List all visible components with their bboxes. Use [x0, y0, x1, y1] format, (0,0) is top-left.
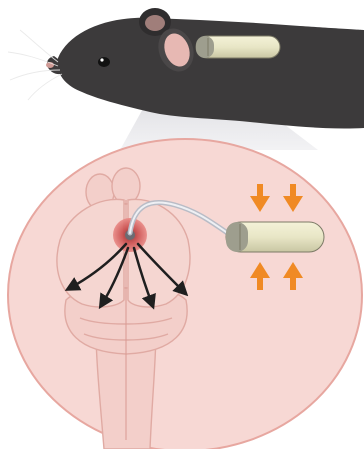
implant-capsule-inset-icon — [226, 222, 324, 252]
implant-capsule-icon — [196, 36, 280, 58]
brain-inset-circle — [8, 139, 362, 449]
mouse-icon — [8, 8, 364, 129]
